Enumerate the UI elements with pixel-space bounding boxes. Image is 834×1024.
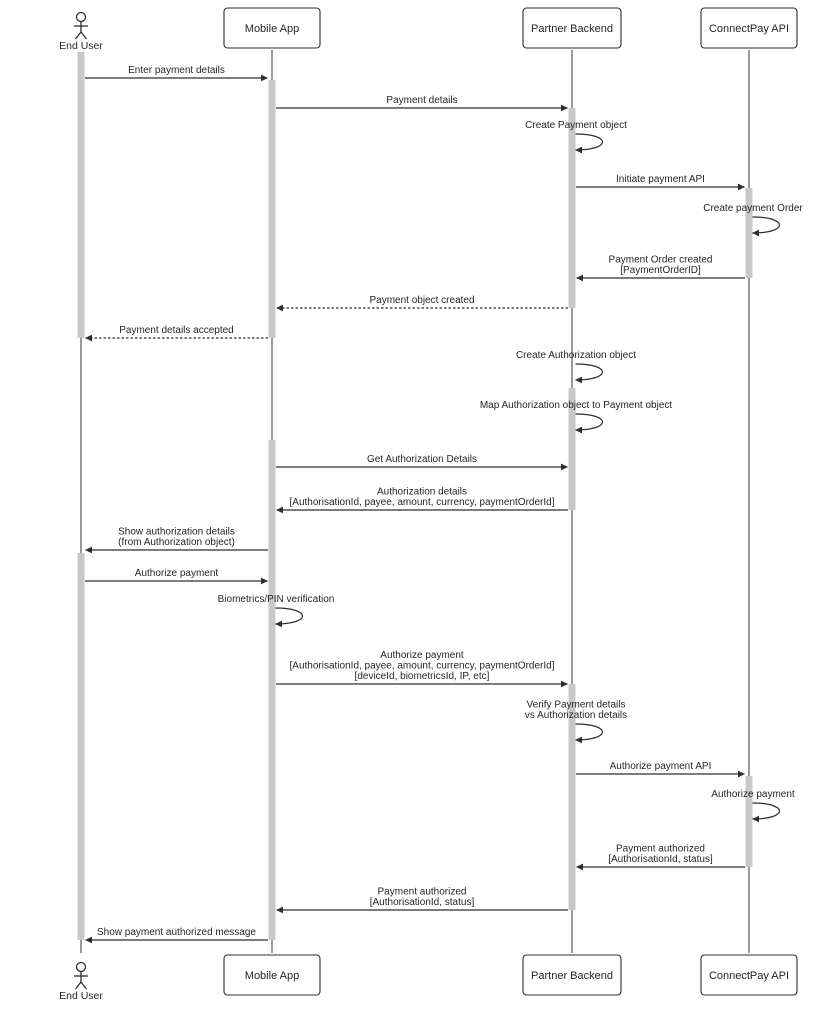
message-9: Create Authorization object [516,350,636,384]
message-7: Payment object created [276,295,568,312]
message-label: [AuthorisationId, status] [608,854,713,865]
participant-label: Mobile App [245,970,299,982]
message-label: Biometrics/PIN verification [218,594,335,605]
message-13: Show authorization details(from Authoriz… [85,527,268,554]
message-label: [AuthorisationId, payee, amount, currenc… [290,497,555,508]
participant-box-app-top: Mobile App [223,7,321,49]
message-label: Initiate payment API [616,174,705,185]
participant-label: Partner Backend [531,23,613,35]
message-label: Create Authorization object [516,350,636,361]
message-label: Authorize payment [135,568,219,579]
message-11: Get Authorization Details [276,454,568,471]
participant-label: ConnectPay API [709,970,789,982]
message-18: Authorize payment API [576,761,745,778]
message-label: Map Authorization object to Payment obje… [480,400,673,411]
message-label: Authorize payment [711,789,795,800]
self-message-arrow [575,413,604,434]
participant-box-app-bottom: Mobile App [223,954,321,996]
message-label: Authorization details [377,487,467,498]
message-label: Authorize payment [380,650,464,661]
activation-bar-backend [568,108,576,308]
message-20: Payment authorized[AuthorisationId, stat… [576,844,745,871]
participant-box-api-top: ConnectPay API [700,7,798,49]
self-message-arrow [575,723,604,744]
participant-label: End User [59,990,103,1002]
message-12: Authorization details[AuthorisationId, p… [276,487,568,514]
message-label: Verify Payment details [527,700,626,711]
end-user-actor-top: End User [57,8,105,52]
participant-label: End User [59,40,103,52]
activation-bar-api [745,776,753,867]
message-19: Authorize payment [711,789,795,823]
actor-stick-figure-icon [74,961,88,990]
message-label: [PaymentOrderID] [620,265,701,276]
actor-stick-figure-icon [74,11,88,40]
message-label: Authorize payment API [610,761,712,772]
message-5: Create payment Order [703,203,803,237]
end-user-actor-bottom: End User [57,958,105,1002]
message-label: [AuthorisationId, status] [370,897,475,908]
message-label: (from Authorization object) [118,537,235,548]
participant-box-backend-top: Partner Backend [522,7,622,49]
activation-bar-api [745,188,753,278]
participant-label: Partner Backend [531,970,613,982]
self-message-arrow [752,802,781,823]
participant-label: ConnectPay API [709,23,789,35]
message-label: Create payment Order [703,203,803,214]
message-label: Payment object created [369,295,474,306]
message-label: Show payment authorized message [97,927,256,938]
self-message-arrow [575,363,604,384]
message-4: Initiate payment API [576,174,745,191]
activation-bar-backend [568,388,576,510]
message-16: Authorize payment[AuthorisationId, payee… [276,650,568,688]
message-label: [deviceId, biometricsId, IP, etc] [355,671,490,682]
self-message-arrow [275,607,304,628]
message-14: Authorize payment [85,568,268,585]
message-label: Payment details accepted [119,325,234,336]
self-message-arrow [752,216,781,237]
participant-box-api-bottom: ConnectPay API [700,954,798,996]
message-6: Payment Order created[PaymentOrderID] [576,255,745,282]
activation-bar-app [268,80,276,338]
message-15: Biometrics/PIN verification [218,594,335,628]
participant-box-backend-bottom: Partner Backend [522,954,622,996]
activation-bars [77,50,753,940]
message-label: Payment details [386,95,457,106]
message-label: Payment authorized [616,844,705,855]
message-label: Get Authorization Details [367,454,477,465]
message-1: Enter payment details [85,65,268,82]
message-label: Create Payment object [525,120,627,131]
message-10: Map Authorization object to Payment obje… [480,400,673,434]
message-8: Payment details accepted [85,325,268,342]
message-2: Payment details [276,95,568,112]
activation-bar-app [268,440,276,940]
message-21: Payment authorized[AuthorisationId, stat… [276,887,568,914]
message-22: Show payment authorized message [85,927,268,944]
message-3: Create Payment object [525,120,627,154]
message-label: Enter payment details [128,65,225,76]
activation-bar-user [77,50,85,338]
message-label: Payment authorized [378,887,467,898]
self-message-arrow [575,133,604,154]
message-label: vs Authorization details [525,710,627,721]
message-label: Show authorization details [118,527,235,538]
activation-bar-user [77,553,85,940]
participant-label: Mobile App [245,23,299,35]
message-label: Payment Order created [609,255,713,266]
message-label: [AuthorisationId, payee, amount, currenc… [290,661,555,672]
activation-bar-backend [568,684,576,910]
